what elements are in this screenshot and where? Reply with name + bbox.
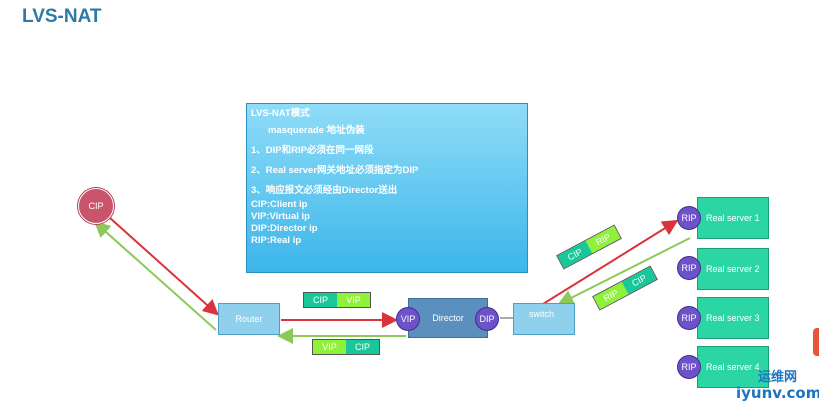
packet-dst: VIP — [337, 293, 370, 307]
side-tab-icon — [813, 328, 819, 356]
watermark-line1: 运维网 — [758, 370, 798, 385]
rip-node: RIP — [677, 256, 701, 280]
watermark: 运维网 iyunv.com — [736, 370, 819, 402]
note-line: CIP:Client ip — [251, 199, 308, 210]
note-line: DIP:Director ip — [251, 223, 318, 234]
packet-cip-vip: CIP VIP — [303, 292, 371, 308]
note-box: LVS-NAT模式 masquerade 地址伪装 1、DIP和RIP必须在同一… — [246, 103, 528, 273]
note-line: 3、响应报文必须经由Director送出 — [251, 185, 398, 196]
client-node: CIP — [78, 188, 114, 224]
packet-vip-cip: VIP CIP — [312, 339, 380, 355]
rip-node: RIP — [677, 206, 701, 230]
watermark-line2: iyunv.com — [736, 384, 819, 402]
packet-dst: CIP — [346, 340, 379, 354]
note-line: masquerade 地址伪装 — [268, 125, 365, 136]
dip-node: DIP — [475, 307, 499, 331]
switch-node: switch — [513, 303, 575, 335]
note-line: 2、Real server网关地址必须指定为DIP — [251, 165, 419, 176]
note-line: VIP:Virtual ip — [251, 211, 310, 222]
rip-node: RIP — [677, 355, 701, 379]
arrow-cip-router — [109, 217, 219, 316]
real-server-1: Real server 1 — [697, 197, 769, 239]
note-line: RIP:Real ip — [251, 235, 302, 246]
packet-src: CIP — [304, 293, 337, 307]
packet-src: VIP — [313, 340, 346, 354]
arrow-rs1-switch — [557, 237, 691, 305]
real-server-4: Real server 4 — [697, 346, 769, 388]
arrow-switch-rs1 — [542, 219, 679, 305]
page-title: LVS-NAT — [22, 6, 102, 27]
vip-node: VIP — [396, 307, 420, 331]
arrow-router-cip — [94, 221, 217, 331]
note-line: LVS-NAT模式 — [251, 108, 310, 119]
real-server-2: Real server 2 — [697, 248, 769, 290]
router-node: Router — [218, 303, 280, 335]
rip-node: RIP — [677, 306, 701, 330]
note-line: 1、DIP和RIP必须在同一网段 — [251, 145, 374, 156]
real-server-3: Real server 3 — [697, 297, 769, 339]
